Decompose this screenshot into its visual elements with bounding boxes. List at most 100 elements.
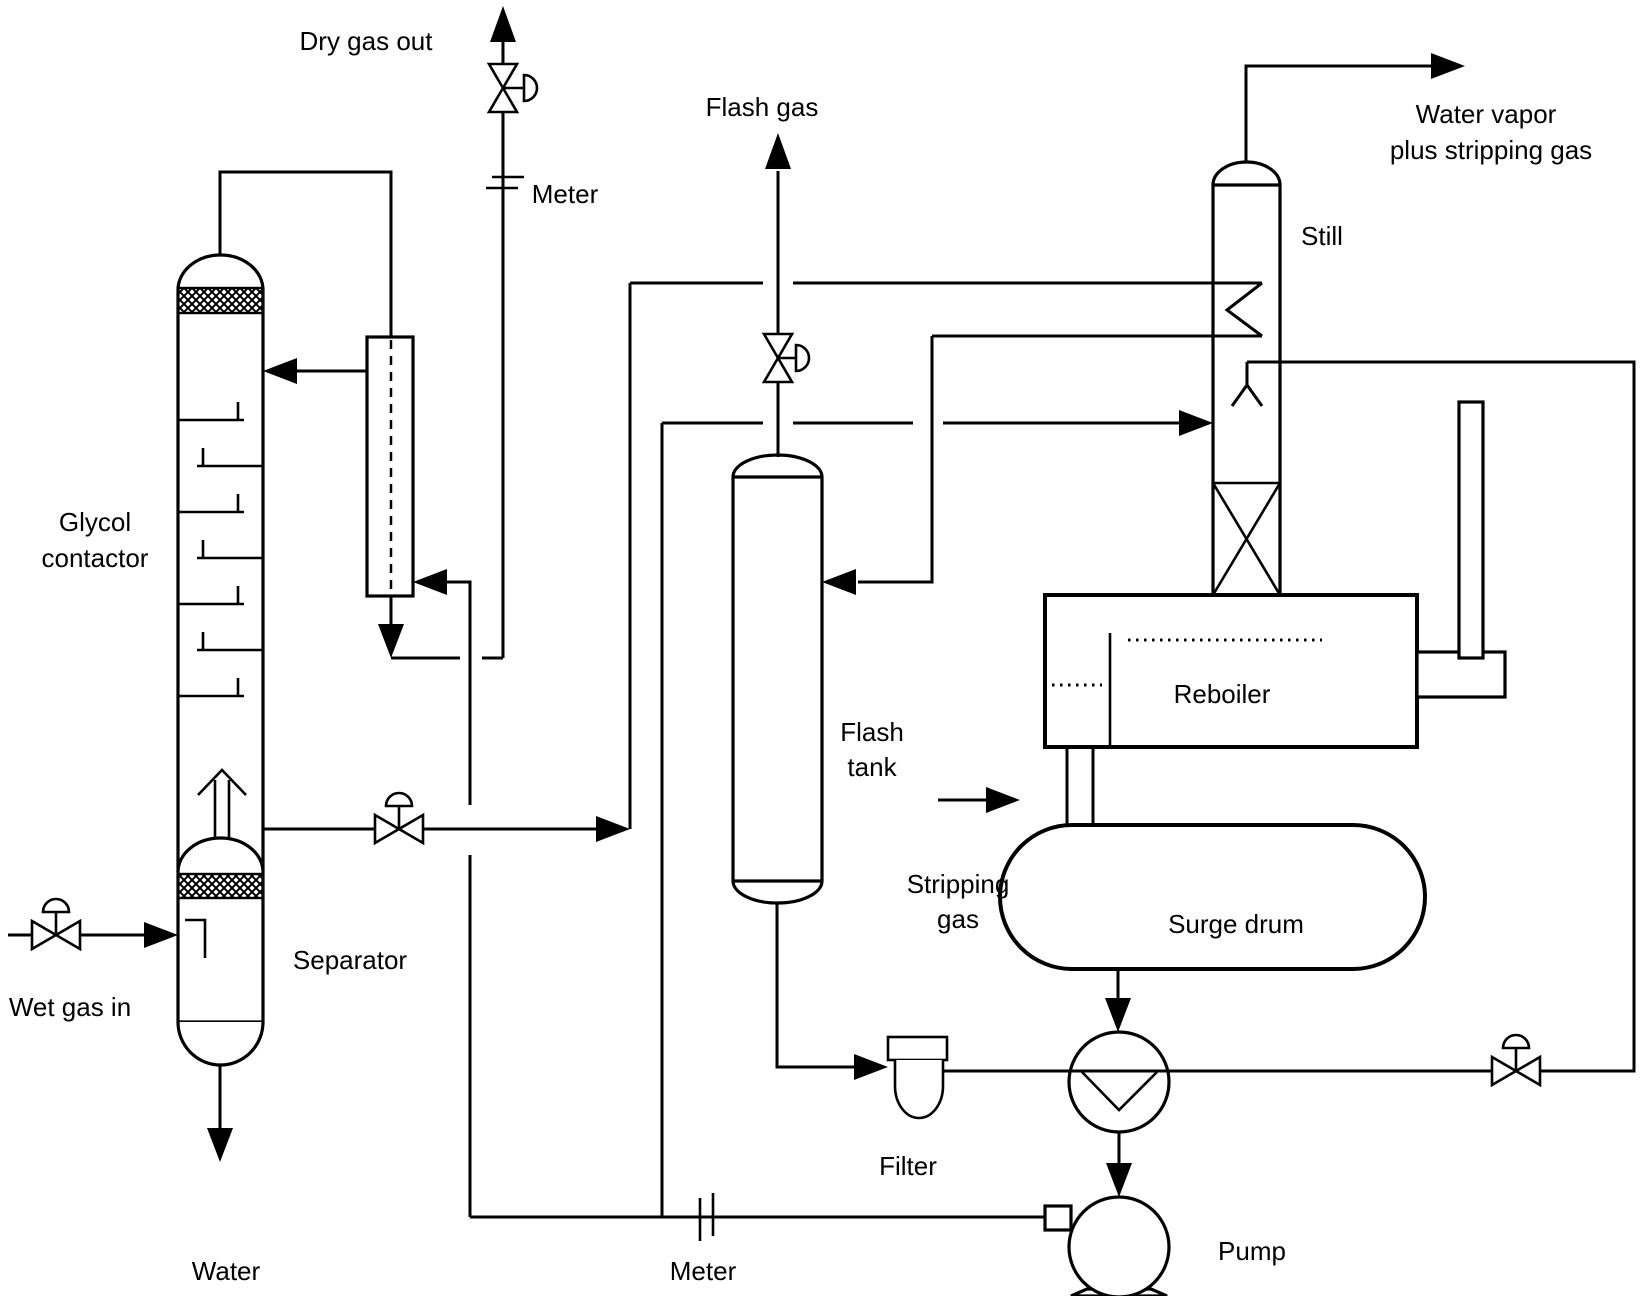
filter-to-still-line bbox=[943, 360, 1636, 1112]
left-arrow-icon bbox=[263, 358, 297, 384]
label-meter-top: Meter bbox=[532, 179, 599, 209]
down-arrow-icon bbox=[1105, 998, 1131, 1032]
still-distributor-nozzle bbox=[1230, 362, 1264, 407]
vapor-pipe bbox=[1244, 64, 1433, 162]
label-surge-drum: Surge drum bbox=[1168, 909, 1304, 939]
filter-vessel bbox=[886, 1035, 949, 1120]
down-arrow-icon bbox=[378, 624, 404, 658]
down-arrow-icon bbox=[207, 1128, 233, 1162]
contactor-overhead-line bbox=[218, 170, 393, 337]
pump-discharge-flange bbox=[1043, 1204, 1073, 1232]
label-dry-gas-out: Dry gas out bbox=[300, 26, 434, 56]
contactor-bottom-head bbox=[176, 1021, 265, 1067]
label-still: Still bbox=[1301, 221, 1343, 251]
still-feed-pipe bbox=[660, 421, 1181, 1217]
label-meter-bottom: Meter bbox=[670, 1256, 737, 1286]
exchanger-chevron-icon bbox=[1081, 1071, 1158, 1112]
separator-pad-icon bbox=[176, 872, 265, 900]
surge-drum-vessel bbox=[998, 823, 1427, 971]
still-packing-icon bbox=[1211, 481, 1282, 596]
label-filter: Filter bbox=[879, 1151, 937, 1181]
riser-to-still-coil bbox=[628, 281, 1262, 829]
stripping-gas-line bbox=[938, 787, 1020, 813]
control-valve-icon bbox=[486, 62, 539, 114]
flash-tank-vessel bbox=[731, 453, 824, 905]
label-water-vapor-2: plus stripping gas bbox=[1390, 135, 1592, 165]
label-flash-tank-2: tank bbox=[847, 752, 897, 782]
rich-glycol-line bbox=[263, 281, 1262, 846]
right-arrow-icon bbox=[1179, 410, 1213, 436]
contactor-shell bbox=[176, 290, 265, 1022]
discharge-riser bbox=[447, 580, 472, 1217]
exchanger-circle bbox=[1067, 1030, 1171, 1134]
lean-glycol-pump-line bbox=[1105, 969, 1132, 1197]
glycol-heat-exchanger bbox=[1067, 1030, 1171, 1134]
lean-glycol-to-contactor bbox=[263, 358, 367, 384]
reboiler-downcomer-pipe bbox=[1065, 747, 1095, 825]
right-arrow-icon bbox=[986, 787, 1020, 813]
pump-casing bbox=[1067, 1195, 1171, 1296]
label-glycol-contactor-2: contactor bbox=[42, 543, 149, 573]
label-flash-tank-1: Flash bbox=[840, 717, 904, 747]
flash-gas-line bbox=[761, 133, 811, 457]
still-vessel bbox=[1211, 160, 1282, 596]
meter-icon bbox=[698, 1193, 715, 1241]
wet-gas-inlet-line bbox=[8, 897, 178, 952]
label-reboiler: Reboiler bbox=[1174, 679, 1271, 709]
filter-body bbox=[893, 1060, 945, 1120]
dry-gas-line bbox=[378, 6, 539, 660]
right-arrow-icon bbox=[854, 1054, 888, 1080]
label-flash-gas: Flash gas bbox=[706, 92, 819, 122]
separator-inner-head bbox=[176, 836, 265, 873]
still-feed-line bbox=[660, 410, 1213, 1217]
label-separator: Separator bbox=[293, 945, 408, 975]
down-arrow-icon bbox=[1106, 1163, 1132, 1197]
filter-cap bbox=[886, 1035, 949, 1062]
surge-drum-shell bbox=[998, 823, 1427, 971]
control-valve-icon bbox=[373, 791, 425, 846]
control-valve-icon bbox=[30, 897, 82, 952]
up-arrow-icon bbox=[490, 6, 516, 42]
label-glycol-contactor-1: Glycol bbox=[59, 507, 131, 537]
contactor-top-head bbox=[176, 253, 265, 291]
left-arrow-icon bbox=[413, 569, 447, 595]
pump-discharge-line bbox=[413, 569, 1045, 1241]
control-valve-icon bbox=[761, 332, 811, 384]
up-arrow-icon bbox=[765, 133, 791, 169]
valve-actuator bbox=[503, 73, 539, 103]
still-overhead-line bbox=[1244, 53, 1465, 162]
label-water: Water bbox=[192, 1256, 261, 1286]
left-arrow-icon bbox=[822, 569, 856, 595]
still-shell bbox=[1211, 185, 1282, 595]
firebox-stack bbox=[1457, 400, 1485, 660]
flash-tank-outlet-line bbox=[775, 903, 888, 1080]
gas-glycol-exchanger bbox=[365, 335, 415, 598]
water-outlet-line bbox=[207, 1065, 233, 1162]
exchanger-chord-and-riser bbox=[943, 360, 1636, 1073]
label-wet-gas-in: Wet gas in bbox=[9, 992, 131, 1022]
valve-actuator bbox=[41, 897, 71, 935]
right-arrow-icon bbox=[144, 922, 178, 948]
reboiler-vessel bbox=[1043, 400, 1507, 749]
label-stripping-gas-2: gas bbox=[937, 904, 979, 934]
right-arrow-icon bbox=[596, 816, 630, 842]
control-valve-icon bbox=[1490, 1033, 1542, 1088]
valve-actuator bbox=[778, 343, 811, 373]
valve-actuator bbox=[384, 791, 414, 829]
label-pump: Pump bbox=[1218, 1236, 1286, 1266]
label-water-vapor-1: Water vapor bbox=[1416, 99, 1557, 129]
flash-tank-shell bbox=[731, 477, 824, 881]
coil-return-to-flash-tank bbox=[858, 334, 1262, 584]
inlet-deflector-baffle bbox=[185, 918, 207, 958]
flash-to-filter-pipe bbox=[775, 903, 854, 1069]
contactor-trays bbox=[178, 402, 263, 698]
valve-actuator bbox=[1501, 1033, 1531, 1071]
pump-unit bbox=[1043, 1195, 1171, 1296]
glycol-contactor-vessel bbox=[176, 253, 265, 1067]
meter-icon bbox=[486, 175, 524, 190]
reboiler-shell bbox=[1043, 593, 1419, 749]
right-arrow-icon bbox=[1431, 53, 1465, 79]
mist-eliminator-pad-icon bbox=[176, 286, 265, 315]
